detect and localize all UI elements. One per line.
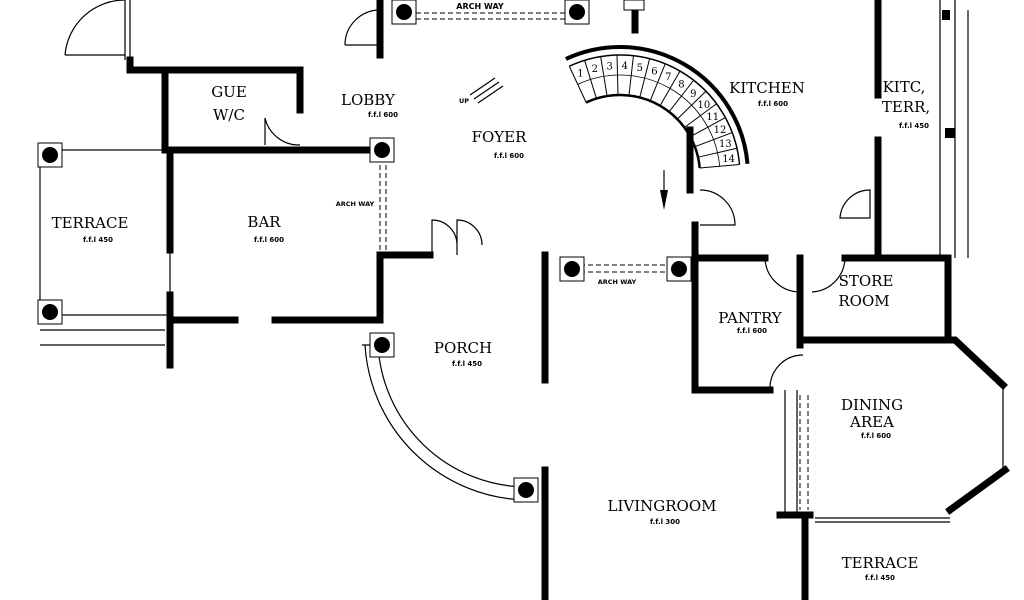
stair-tread (639, 58, 651, 98)
stair-tread (584, 60, 597, 99)
column (942, 10, 950, 20)
stair-step-number: 4 (622, 61, 628, 72)
bar-label: BAR (247, 213, 281, 231)
dining-area-label: DINING (841, 396, 903, 414)
thin-lines (39, 0, 1004, 523)
stair-tread (600, 56, 608, 97)
stair-step-number: 14 (722, 154, 735, 165)
stair-tread (649, 63, 666, 102)
dining-area-label-2: AREA (849, 413, 894, 431)
stair-step-number: 5 (637, 63, 643, 74)
stair-tread (697, 147, 738, 158)
stair-step-number: 8 (678, 80, 684, 91)
column (369, 332, 395, 358)
column (391, 0, 417, 25)
foyer-ffl: f.f.l 600 (494, 152, 524, 160)
stair-step-number: 12 (714, 125, 727, 136)
room-labels: GUE W/C LOBBY f.f.l 600 FOYER f.f.l 600 … (52, 1, 930, 582)
up-arrow-icon (469, 77, 504, 104)
terrace-south-ffl: f.f.l 450 (865, 574, 895, 582)
up-label: UP (459, 97, 469, 105)
store-room-label: STORE (839, 272, 894, 290)
terrace-west-label: TERRACE (52, 214, 129, 232)
down-arrow-icon (660, 190, 668, 210)
pantry-ffl: f.f.l 600 (737, 327, 767, 335)
stair-tread (616, 55, 619, 96)
terrace-west-ffl: f.f.l 450 (83, 236, 113, 244)
livingroom-ffl: f.f.l 300 (650, 518, 680, 526)
column (564, 0, 590, 25)
stair-step-number: 11 (706, 112, 719, 123)
stair-step-number: 13 (719, 139, 732, 150)
stair-step-number: 7 (665, 72, 671, 83)
kitc-terr-label: KITC, (883, 78, 926, 96)
stair-arc (577, 74, 721, 167)
stair-step-number: 6 (651, 67, 657, 78)
dining-area-ffl: f.f.l 600 (861, 432, 891, 440)
arch-way-top-label: ARCH WAY (456, 2, 504, 11)
foyer-label: FOYER (472, 128, 528, 146)
store-room-label-2: ROOM (838, 292, 889, 310)
stair-tread (628, 55, 634, 96)
column (369, 137, 395, 163)
bar-ffl: f.f.l 600 (254, 236, 284, 244)
lobby-label: LOBBY (341, 91, 396, 109)
stair-tread (676, 90, 707, 120)
column (945, 128, 955, 138)
stair-arc (565, 45, 750, 165)
kitchen-label: KITCHEN (729, 79, 805, 97)
gue-wc-label: GUE (211, 83, 247, 101)
porch-ffl: f.f.l 450 (452, 360, 482, 368)
lobby-ffl: f.f.l 600 (368, 111, 398, 119)
stair-step-number: 3 (607, 61, 613, 72)
arch-way-top-label-backing (452, 1, 508, 11)
arch-way-bar-label: ARCH WAY (336, 200, 375, 208)
terrace-south-label: TERRACE (842, 554, 919, 572)
pantry-label: PANTRY (718, 309, 783, 327)
column (623, 0, 645, 11)
stair-tread (668, 79, 695, 113)
column (666, 256, 692, 282)
column (37, 299, 63, 325)
stair-tread (690, 117, 726, 138)
stair-tread (699, 164, 740, 169)
column (513, 477, 539, 503)
kitc-terr-ffl: f.f.l 450 (899, 122, 929, 130)
gue-wc-label-2: W/C (213, 106, 245, 124)
kitchen-ffl: f.f.l 600 (758, 100, 788, 108)
stair-tread (694, 132, 733, 148)
stair-tread (568, 66, 587, 103)
porch-label: PORCH (434, 339, 492, 357)
column (37, 142, 63, 168)
kitc-terr-label-2: TERR, (882, 98, 930, 116)
arch-way-living-label: ARCH WAY (598, 278, 637, 286)
columns (37, 0, 955, 503)
stair-arc (585, 93, 701, 169)
stair-step-number: 1 (577, 68, 583, 79)
column (559, 256, 585, 282)
stair-tread (684, 103, 717, 128)
stair-step-number: 10 (697, 100, 710, 111)
livingroom-label: LIVINGROOM (608, 497, 717, 515)
walls (161, 0, 1010, 600)
stair-step-number: 9 (690, 89, 696, 100)
stair-step-number: 2 (592, 64, 598, 75)
stair-tread (659, 70, 681, 106)
